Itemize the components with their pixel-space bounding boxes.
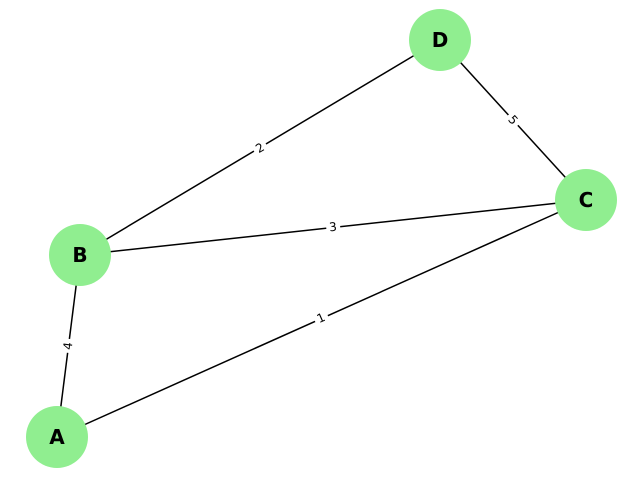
graph-node-B: B [49,224,111,286]
graph-node-A: A [26,406,88,468]
edge-weight-label-B-C: 3 [325,219,341,235]
edge-weight-label-A-B: 4 [60,338,76,354]
graph-node-C: C [555,169,617,231]
graph-node-D: D [409,9,471,71]
